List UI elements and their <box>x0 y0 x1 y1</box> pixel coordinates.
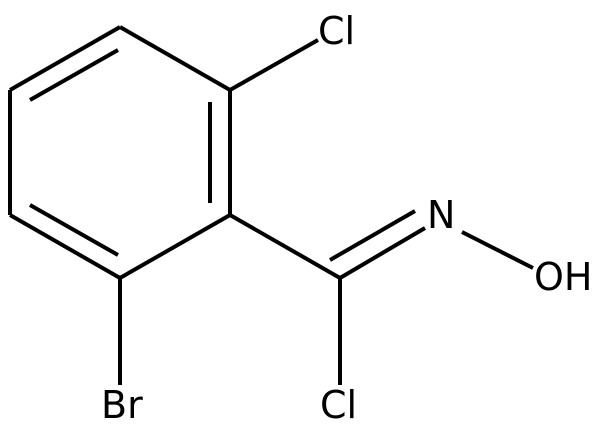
atom-label-oh: OH <box>534 255 592 299</box>
ring-bond-lower-left <box>9 213 121 280</box>
ring-bond-upper-right <box>119 25 231 92</box>
bond-ring-to-carbon <box>229 213 341 280</box>
ring-bond-lower-right <box>119 213 231 280</box>
bond-n-to-oh <box>461 230 534 270</box>
bond-c-n-double-outer <box>338 226 427 280</box>
ring-bond-lower-left-inner <box>29 203 119 257</box>
atom-label-n: N <box>427 193 455 237</box>
atom-label-cl-top: Cl <box>318 9 355 53</box>
substituent-bonds <box>118 38 534 385</box>
bond-c-n-double-inner <box>329 209 416 262</box>
atom-labels: Cl N OH Br Cl <box>101 9 592 427</box>
benzene-ring <box>8 25 232 280</box>
atom-label-br: Br <box>101 383 143 427</box>
bond-ring-to-cl-top <box>229 38 319 92</box>
ring-bond-top-inner <box>29 48 119 102</box>
atom-label-cl-bottom: Cl <box>320 383 357 427</box>
ring-bond-top <box>9 25 121 92</box>
